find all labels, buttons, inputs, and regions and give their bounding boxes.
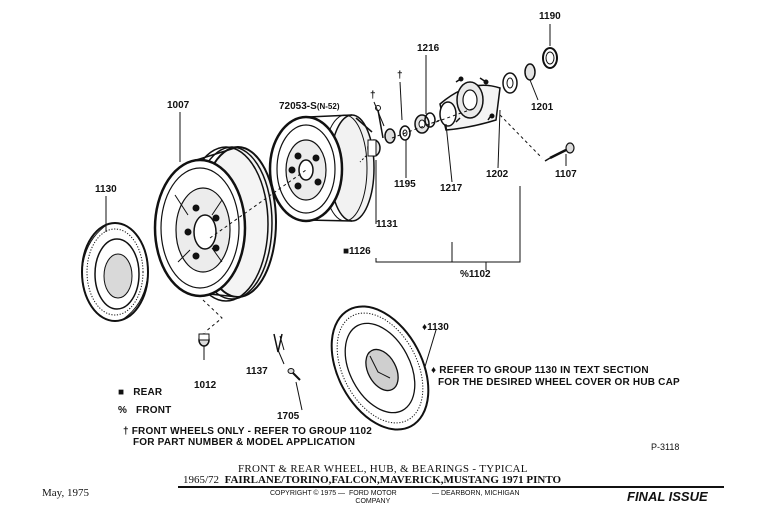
footer-company-line1: FORD MOTOR: [349, 490, 397, 497]
legend-front: % FRONT: [118, 406, 171, 416]
refer-marker-1130: ♦: [422, 322, 428, 333]
legend-front-label: FRONT: [136, 405, 172, 416]
plate-number: P-3118: [651, 442, 680, 452]
footer-company-line2: COMPANY: [355, 498, 391, 505]
label-1007: 1007: [167, 100, 190, 111]
rear-marker-1126: ■: [343, 246, 350, 257]
label-72053-s: 72053-S(N-52): [279, 102, 339, 112]
label-1130-bottom-number: 1130: [427, 322, 449, 333]
callout-leader-lines: [105, 24, 567, 411]
label-1202: 1202: [486, 169, 509, 180]
label-1130-left: 1130: [95, 184, 117, 195]
label-1705: 1705: [277, 411, 300, 422]
footer-company: FORD MOTOR COMPANY: [349, 490, 397, 505]
footer-rule: [178, 486, 724, 488]
label-1190: 1190: [539, 11, 561, 22]
wheel-nut-72053: [355, 117, 381, 163]
dagger-mark-1: †: [397, 70, 403, 81]
balance-clip-1137: [273, 333, 285, 353]
hub-1102: [439, 63, 536, 131]
label-1126: ■1126: [343, 247, 371, 257]
spindle-small-parts: [375, 105, 436, 144]
label-1216: 1216: [417, 43, 440, 54]
footer-copyright: COPYRIGHT © 1975 —: [270, 490, 346, 497]
label-1130-bottom: ♦1130: [422, 323, 449, 333]
wheel-bolt-1107: [499, 114, 575, 162]
note-front-only-line2: FOR PART NUMBER & MODEL APPLICATION: [133, 437, 356, 448]
label-1102: %1102: [460, 270, 491, 280]
legend-rear-label: REAR: [133, 387, 163, 398]
footer-years: 1965/72: [183, 474, 220, 486]
label-1137: 1137: [246, 366, 268, 377]
footer-title-line1: FRONT & REAR WHEEL, HUB, & BEARINGS - TY…: [238, 463, 528, 475]
legend-rear-symbol: ■: [118, 387, 125, 398]
valve-stem-1705: [287, 368, 301, 381]
brake-drum-1126: [268, 114, 375, 223]
label-1107: 1107: [555, 169, 577, 180]
footer-title-line2: 1965/72 FAIRLANE/TORINO,FALCON,MAVERICK,…: [183, 475, 561, 486]
label-1102-number: 1102: [468, 269, 491, 280]
label-72053-number: 72053-S: [279, 101, 317, 112]
note-wheel-cover-line2: FOR THE DESIRED WHEEL COVER OR HUB CAP: [438, 377, 680, 388]
label-72053-suffix: (N-52): [316, 102, 340, 111]
lug-cap-1012: [198, 333, 210, 347]
footer-status: FINAL ISSUE: [627, 489, 708, 504]
label-1217: 1217: [440, 183, 463, 194]
footer-date: May, 1975: [42, 487, 89, 499]
footer-models: FAIRLANE/TORINO,FALCON,MAVERICK,MUSTANG …: [224, 474, 562, 486]
label-1126-number: 1126: [349, 246, 371, 257]
label-1012: 1012: [194, 380, 217, 391]
front-marker-1102: %: [460, 269, 469, 280]
wheel-cover-1130-left: [81, 222, 149, 322]
label-1131: 1131: [376, 219, 398, 230]
footer-location: — DEARBORN, MICHIGAN: [432, 490, 520, 497]
label-1201: 1201: [531, 102, 554, 113]
label-1195: 1195: [394, 179, 416, 190]
assembly-guide-lines: [202, 107, 476, 333]
legend-rear: ■ REAR: [118, 388, 162, 398]
dagger-mark-2: †: [370, 90, 376, 101]
note-front-only-line1: † FRONT WHEELS ONLY - REFER TO GROUP 110…: [123, 426, 372, 437]
legend-front-symbol: %: [118, 405, 128, 416]
wheel-cover-1130-bottom: [330, 305, 430, 431]
grease-seal-1190: [542, 47, 558, 69]
note-wheel-cover-line1: ♦ REFER TO GROUP 1130 IN TEXT SECTION: [431, 365, 649, 376]
wheel-rim-1007: [153, 146, 277, 302]
